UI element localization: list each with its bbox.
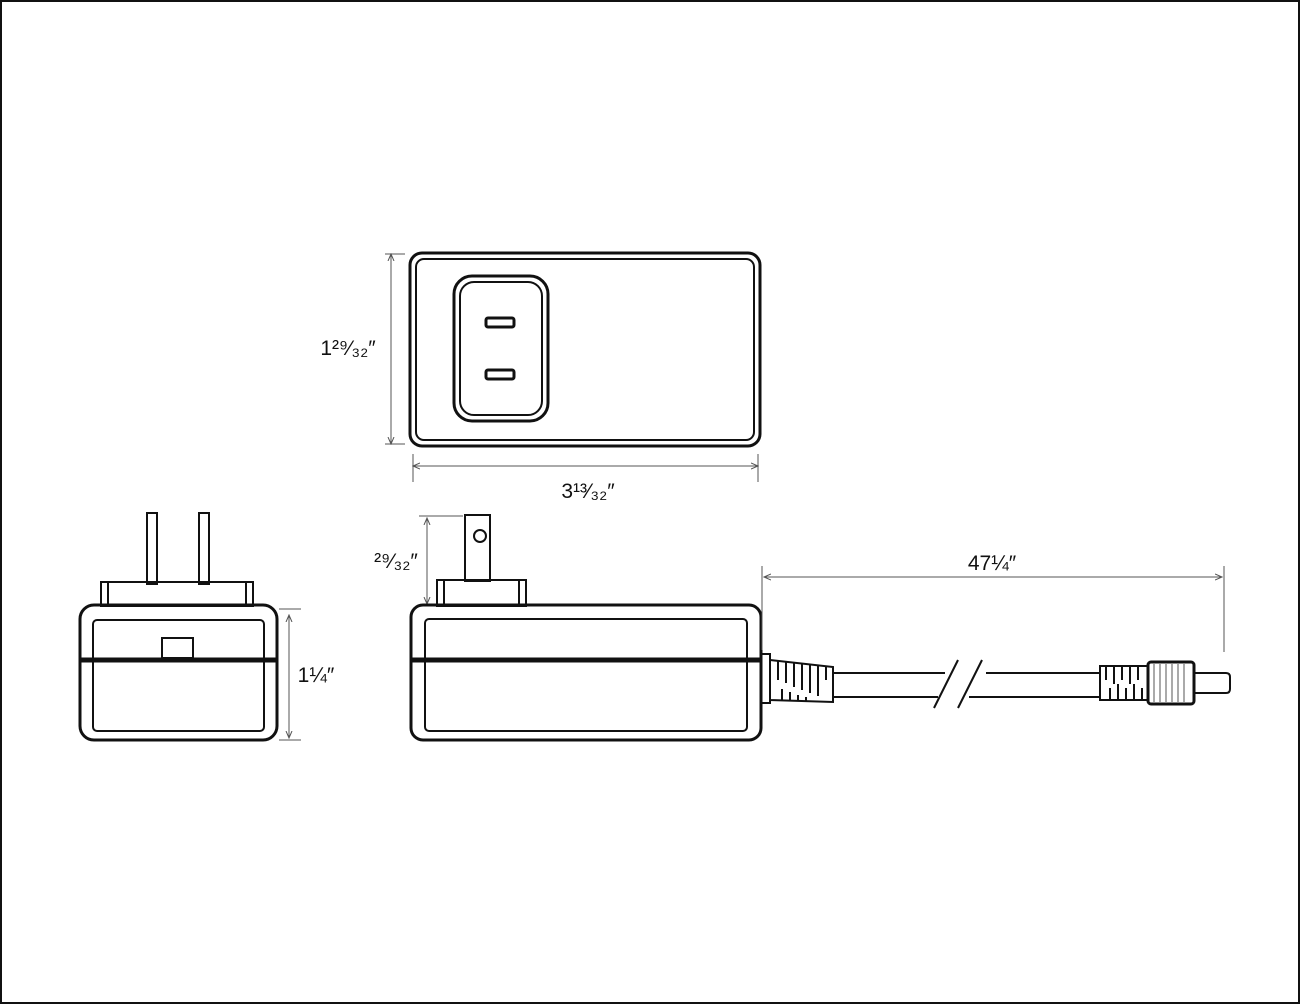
strain-relief-ribs-top — [777, 661, 827, 696]
dc-plug-boot-ribs-top — [1105, 666, 1139, 684]
end-view-body-outer — [78, 603, 279, 742]
outlet-outer — [452, 274, 550, 423]
outlet-slot-bottom — [484, 368, 516, 381]
cord-break-mark-left — [933, 659, 959, 709]
end-view-tab — [161, 637, 194, 659]
dc-plug-tip — [1194, 672, 1231, 694]
end-view: 1¼″ — [78, 512, 335, 742]
top-view: 1²⁹⁄₃₂″ 3¹³⁄₃₂″ — [320, 251, 762, 503]
top-width-label: 3¹³⁄₃₂″ — [561, 480, 615, 503]
dc-plug-grip-lines — [1153, 664, 1185, 702]
dc-plug-boot-ribs-bottom — [1109, 684, 1143, 700]
strain-relief-body — [769, 658, 834, 704]
dc-plug-housing — [1146, 660, 1196, 706]
end-view-body-inner — [92, 619, 265, 732]
side-view: ²⁹⁄₃₂″ 47¼″ — [374, 514, 1231, 742]
cord-length-label: 47¼″ — [968, 552, 1017, 575]
top-height-label: 1²⁹⁄₃₂″ — [320, 337, 376, 360]
side-view-prong-hole — [473, 529, 487, 543]
cord-break-mark-right — [957, 659, 983, 709]
side-view-body-inner — [424, 618, 748, 732]
end-height-label: 1¼″ — [298, 664, 335, 687]
top-view-outer — [408, 251, 762, 448]
outlet-inner — [459, 281, 543, 416]
strain-relief-ribs-bottom — [781, 689, 807, 701]
dc-plug — [1099, 660, 1231, 706]
outlet-slot-top — [484, 316, 516, 329]
end-view-prong-left — [146, 512, 158, 585]
top-view-inner — [415, 258, 755, 441]
strain-relief — [760, 653, 834, 704]
prong-height-label: ²⁹⁄₃₂″ — [374, 550, 418, 573]
end-view-prong-right — [198, 512, 210, 585]
